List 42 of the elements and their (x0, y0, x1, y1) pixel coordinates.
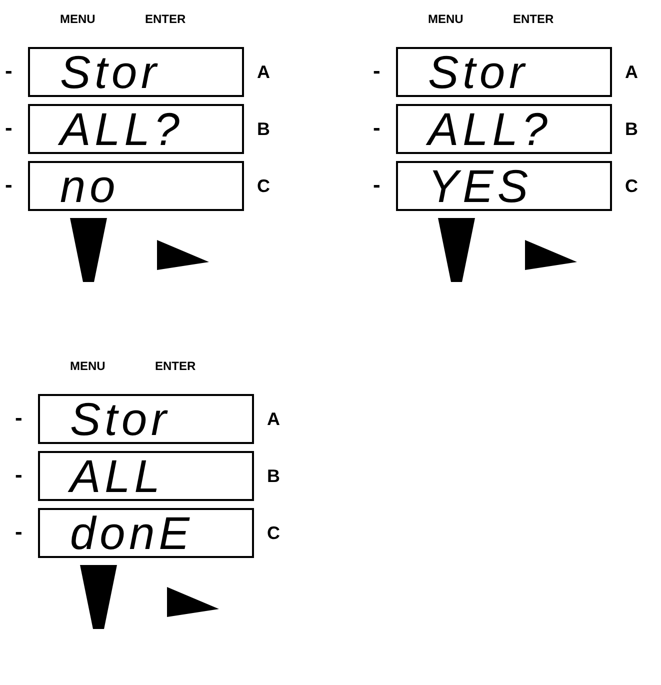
lcd-display (38, 451, 254, 501)
minus-sign: - (373, 60, 380, 82)
row-letter: C (257, 177, 270, 195)
minus-sign: - (373, 117, 380, 139)
display-readout: YES (428, 163, 532, 209)
display-readout: Stor (60, 49, 160, 95)
row-letter: A (267, 410, 280, 428)
row-letter: B (257, 120, 270, 138)
lcd-display (28, 104, 244, 154)
lcd-display (38, 394, 254, 444)
menu-key-label: MENU (428, 11, 464, 28)
row-letter: A (257, 63, 270, 81)
row-letter: B (625, 120, 638, 138)
lcd-display (28, 47, 244, 97)
minus-sign: - (5, 174, 12, 196)
lcd-display (396, 104, 612, 154)
lcd-display (396, 161, 612, 211)
row-letter: A (625, 63, 638, 81)
minus-sign: - (5, 60, 12, 82)
enter-key-label: ENTER (513, 11, 554, 28)
menu-key-label: MENU (60, 11, 96, 28)
minus-sign: - (5, 117, 12, 139)
minus-sign: - (15, 407, 22, 429)
display-readout: ALL (70, 453, 164, 499)
row-letter: B (267, 467, 280, 485)
display-readout: donE (70, 510, 194, 556)
row-letter: C (625, 177, 638, 195)
menu-key-label: MENU (70, 358, 106, 375)
enter-key-label: ENTER (145, 11, 186, 28)
minus-sign: - (373, 174, 380, 196)
minus-sign: - (15, 521, 22, 543)
lcd-display (38, 508, 254, 558)
display-readout: Stor (428, 49, 528, 95)
lcd-display (396, 47, 612, 97)
enter-key-label: ENTER (155, 358, 196, 375)
display-readout: ALL? (60, 106, 184, 152)
lcd-display (28, 161, 244, 211)
display-readout: no (60, 163, 120, 209)
minus-sign: - (15, 464, 22, 486)
display-readout: Stor (70, 396, 170, 442)
display-readout: ALL? (428, 106, 552, 152)
row-letter: C (267, 524, 280, 542)
